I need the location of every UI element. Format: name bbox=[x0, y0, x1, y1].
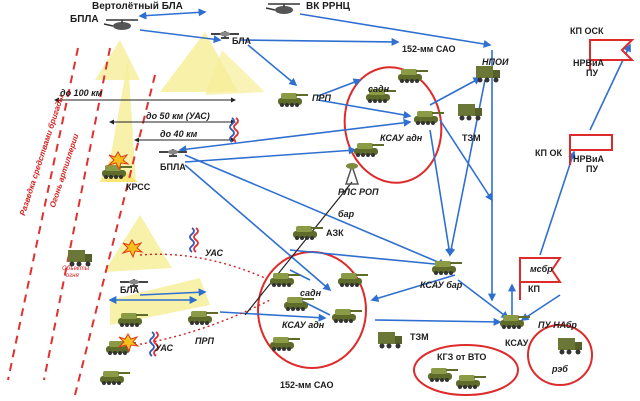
label-krss: КРСС bbox=[126, 182, 151, 192]
label-fire: огня bbox=[66, 273, 79, 279]
label-pu-top: ПУ bbox=[586, 68, 599, 78]
label-azk: АЗК bbox=[326, 228, 344, 238]
label-152-sao-top: 152-мм САО bbox=[402, 44, 456, 54]
label-sadn-bot: садн bbox=[300, 288, 322, 298]
tank-icon bbox=[270, 273, 300, 287]
link-arrows bbox=[108, 8, 631, 326]
label-npoi: НПОИ bbox=[482, 57, 509, 67]
label-rls-rop: РЛС РОП bbox=[338, 187, 379, 197]
label-range-40: до 40 км bbox=[160, 129, 198, 139]
truck-icon bbox=[476, 66, 500, 83]
tank-icon bbox=[118, 313, 148, 327]
fire-lines bbox=[134, 253, 271, 346]
assets bbox=[68, 3, 582, 389]
flags bbox=[519, 39, 635, 300]
tank-icon bbox=[398, 69, 428, 83]
label-kp-osk: КП ОСК bbox=[570, 26, 604, 36]
label-uas-mid: УАС bbox=[205, 248, 223, 258]
label-range-50: до 50 км (УАС) bbox=[146, 111, 210, 121]
label-bpla-mid: БПЛА bbox=[160, 162, 186, 172]
truck-icon bbox=[458, 104, 482, 121]
frontline-dashes bbox=[7, 47, 156, 396]
control-lines bbox=[244, 181, 353, 316]
tank-icon bbox=[100, 371, 130, 385]
label-nrvia-mid: НРВиА bbox=[573, 154, 605, 164]
label-msbr: мсбр bbox=[530, 264, 553, 274]
label-tzm-bot: ТЗМ bbox=[410, 332, 429, 342]
label-reb: рэб bbox=[552, 364, 568, 374]
truck-icon bbox=[378, 332, 402, 349]
tank-icon bbox=[338, 273, 368, 287]
tank-icon bbox=[188, 311, 218, 325]
label-bla-top: БЛА bbox=[232, 36, 252, 46]
label-ksau-right: КСАУ bbox=[505, 338, 529, 348]
label-ksau-adn-bot: КСАУ адн bbox=[282, 320, 325, 330]
label-bar: бар bbox=[338, 209, 355, 219]
tank-icon bbox=[354, 143, 384, 157]
label-vk-rrnc: ВК РРНЦ bbox=[306, 1, 350, 12]
flag-icon bbox=[589, 39, 635, 70]
label-152-sao-bot: 152-мм САО bbox=[280, 380, 334, 390]
label-helicopter-uav: Вертолётный БЛА bbox=[92, 1, 183, 12]
label-kp-right: КП bbox=[528, 284, 540, 294]
tank-icon bbox=[332, 309, 362, 323]
tank-icon bbox=[432, 261, 462, 275]
label-pu-mid: ПУ bbox=[586, 164, 599, 174]
truck-icon bbox=[558, 338, 582, 355]
label-bla-bot: БЛА bbox=[120, 285, 140, 295]
tank-icon bbox=[278, 93, 308, 107]
tank-icon bbox=[428, 368, 458, 382]
label-kp-ok: КП ОК bbox=[535, 148, 562, 158]
label-ksau-bar: КСАУ бар bbox=[420, 280, 463, 290]
label-kgz-vto: КГЗ от ВТО bbox=[437, 352, 487, 362]
tank-icon bbox=[270, 337, 300, 351]
flag-icon bbox=[569, 134, 613, 165]
tank-icon bbox=[293, 226, 323, 240]
label-objects: Объекты bbox=[62, 266, 90, 272]
flag-icon bbox=[519, 257, 562, 300]
label-prp-top: ПРП bbox=[312, 93, 331, 103]
jamming-coil-icon bbox=[189, 227, 199, 253]
label-nrvia-top: НРВиА bbox=[573, 58, 605, 68]
label-sadn-top: садн bbox=[368, 84, 390, 94]
label-range-100: до 100 км bbox=[60, 88, 103, 98]
helicopter-drone-icon bbox=[103, 19, 139, 31]
label-uas-bot: УАС bbox=[155, 343, 173, 353]
tank-icon bbox=[456, 375, 486, 389]
label-ksau-adn-top: КСАУ адн bbox=[380, 133, 423, 143]
radar-icon bbox=[344, 163, 360, 185]
label-prp-bot: ПРП bbox=[195, 336, 214, 346]
label-pu-nabr: ПУ НАбр bbox=[538, 320, 577, 330]
label-bpla-top: БПЛА bbox=[70, 14, 99, 25]
helicopter-icon bbox=[265, 3, 301, 15]
tank-icon bbox=[500, 315, 530, 329]
label-tzm-top: ТЗМ bbox=[462, 133, 481, 143]
